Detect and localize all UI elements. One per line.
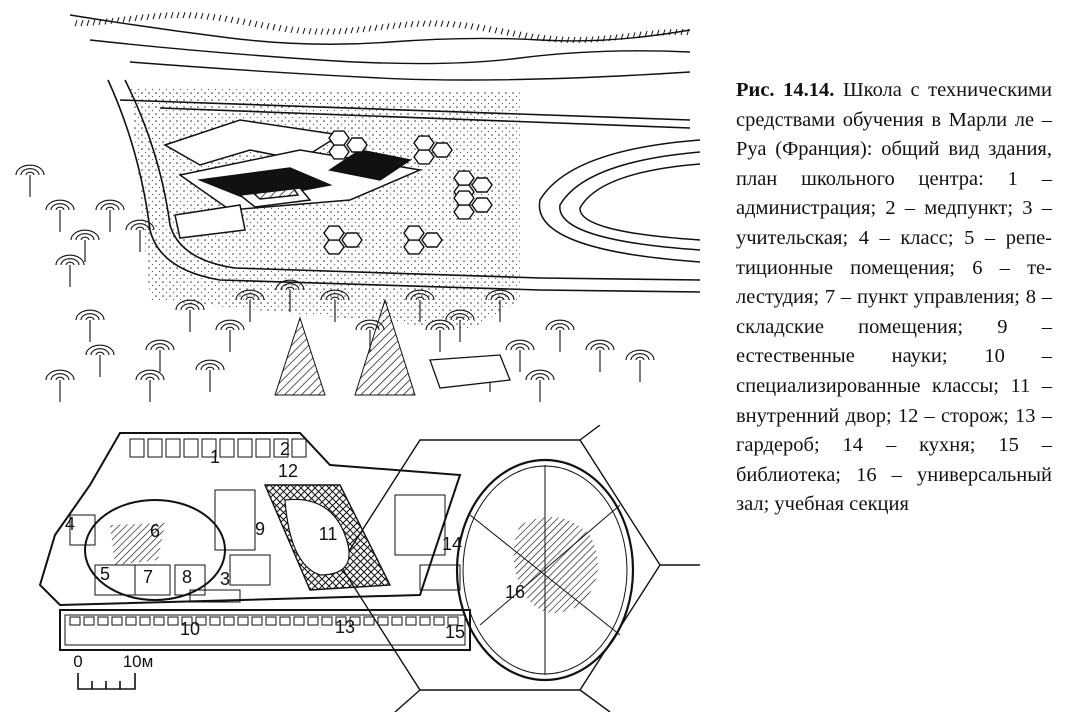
figure-caption: Рис. 14.14. Школа с техничес­кими средст… xyxy=(736,76,1052,520)
running-track xyxy=(538,139,700,263)
roads xyxy=(107,79,700,293)
label-3: 3 xyxy=(220,569,230,589)
label-5: 5 xyxy=(100,564,110,584)
plan-rooms xyxy=(69,438,461,626)
label-9: 9 xyxy=(255,519,265,539)
scale-ten-label: 10м xyxy=(123,652,154,671)
figure-label: Рис. 14.14. xyxy=(736,79,835,101)
figure-illustrations: 1 2 3 4 5 6 7 8 9 10 11 12 13 14 15 16 0… xyxy=(15,11,700,712)
school-plan: 1 2 3 4 5 6 7 8 9 10 11 12 13 14 15 16 0… xyxy=(38,425,700,712)
label-2: 2 xyxy=(280,439,290,459)
label-8: 8 xyxy=(182,567,192,587)
label-7: 7 xyxy=(143,567,153,587)
conifers xyxy=(274,298,416,396)
hills xyxy=(69,14,691,81)
tele-studio-zone xyxy=(84,499,226,601)
perspective-drawing xyxy=(15,11,700,402)
scale-bar: 0 10м xyxy=(73,652,154,690)
classroom-pavilions xyxy=(323,130,493,255)
label-13: 13 xyxy=(335,617,355,637)
trees xyxy=(15,164,655,402)
terrace xyxy=(429,354,511,389)
label-6: 6 xyxy=(150,521,160,541)
room-labels: 1 2 3 4 5 6 7 8 9 10 11 12 13 14 15 16 xyxy=(65,439,525,642)
label-15: 15 xyxy=(445,622,465,642)
school-building xyxy=(163,119,423,239)
label-12: 12 xyxy=(278,461,298,481)
label-16: 16 xyxy=(505,582,525,602)
label-11: 11 xyxy=(319,524,338,544)
figure-caption-text: Школа с техничес­кими средствами обучени… xyxy=(736,79,1052,516)
label-10: 10 xyxy=(180,619,200,639)
label-4: 4 xyxy=(65,514,75,534)
label-14: 14 xyxy=(442,534,462,554)
universal-hall-zone xyxy=(455,458,635,682)
label-1: 1 xyxy=(210,447,220,467)
scale-zero-label: 0 xyxy=(73,652,82,671)
